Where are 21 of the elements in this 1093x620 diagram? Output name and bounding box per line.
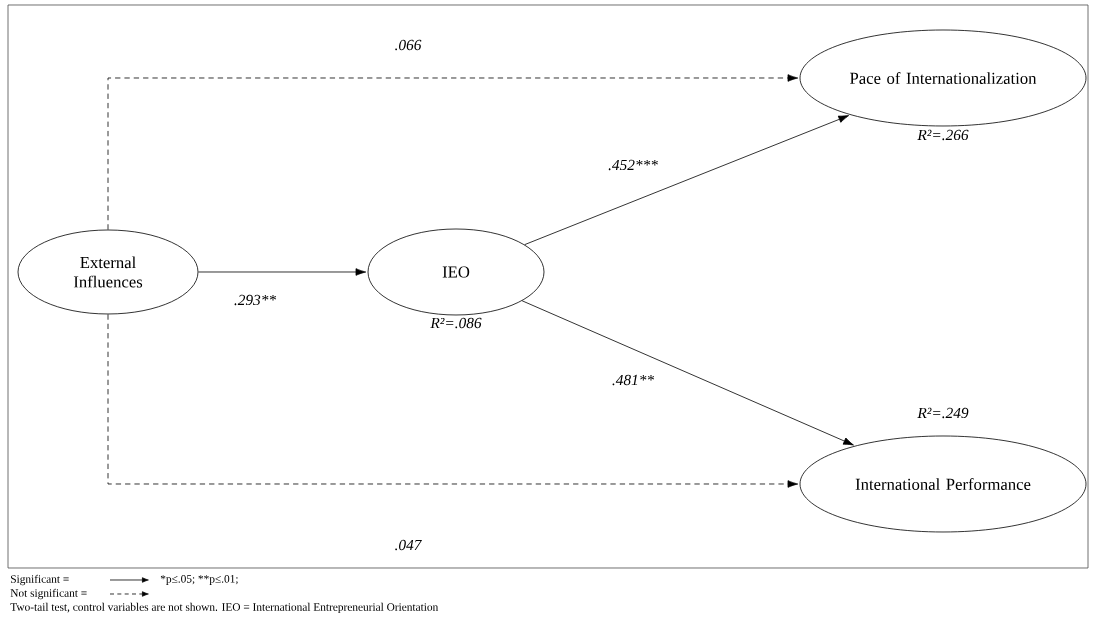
arrow: [198, 268, 367, 276]
arrow: [107, 74, 799, 230]
arrow: [524, 115, 849, 246]
arrow: [521, 300, 854, 446]
ellipse-node: IEO: [367, 228, 545, 316]
r-squared-label: R²=.086: [430, 317, 482, 329]
legend-text: Not significant =: [10, 588, 87, 600]
ellipse-node: Pace of Internationalization: [799, 29, 1087, 127]
edge-label: .047: [393, 538, 423, 552]
edge-label: .452***: [606, 158, 660, 172]
note-text: Two-tail test, control variables are not shown. IEO = International Entrepreneurial Orientation: [10, 602, 439, 614]
r-squared-label: R²=.266: [917, 129, 969, 141]
note-text: *p≤.05; **p≤.01;: [160, 575, 238, 585]
arrow: [107, 314, 799, 488]
edge-label: .481**: [610, 373, 656, 387]
ellipse-node: International Performance: [799, 435, 1087, 533]
edge-label: .066: [393, 38, 423, 52]
edge-label: .293**: [232, 293, 278, 307]
legend-text: Significant =: [11, 574, 69, 586]
r-squared-label: R²=.249: [917, 407, 969, 419]
ellipse-node: External Influences: [17, 229, 199, 315]
